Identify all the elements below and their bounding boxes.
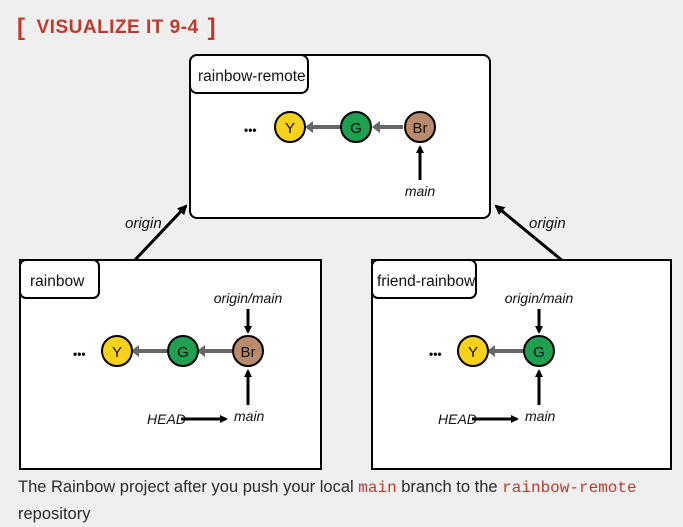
history-ellipsis: ••• [244, 123, 257, 137]
figure-heading: [ VISUALIZE IT 9-4] [17, 14, 216, 42]
commit-g [167, 335, 199, 367]
commit-g-label: G [177, 344, 189, 361]
commit-br [404, 111, 436, 143]
repo-rainbow: rainbow origin/main ••• Y G Br main HEAD [19, 259, 322, 470]
tracking-label-origin-main: origin/main [505, 290, 574, 306]
repo-rainbow-remote: rainbow-remote ••• Y G Br main [189, 54, 491, 219]
repo-name-tab [371, 259, 477, 299]
heading-close-bracket: ] [207, 14, 217, 41]
head-label: HEAD [147, 411, 186, 427]
commit-br [232, 335, 264, 367]
commit-y [274, 111, 306, 143]
caption-text: branch to the [396, 478, 503, 496]
origin-label-left: origin [125, 215, 162, 232]
git-push-diagram: origin origin rainbow-remote ••• Y G Br … [19, 54, 672, 470]
history-ellipsis: ••• [429, 347, 442, 361]
caption-code-main: main [358, 479, 397, 497]
commit-br-label: Br [413, 120, 428, 137]
repo-friend-rainbow: friend-rainbow origin/main ••• Y G main … [371, 259, 672, 470]
origin-link-right [494, 204, 565, 264]
commit-g-label: G [533, 344, 545, 361]
caption-code-rainbow-remote: rainbow-remote [502, 479, 637, 497]
caption-text: The Rainbow project after you push your … [18, 478, 359, 496]
tracking-label-origin-main: origin/main [214, 290, 283, 306]
head-label: HEAD [438, 411, 477, 427]
commit-g-label: G [350, 120, 362, 137]
origin-label-right: origin [529, 215, 566, 232]
heading-text: VISUALIZE IT 9-4 [36, 17, 199, 38]
branch-label-main: main [525, 408, 556, 424]
repo-name-friend-rainbow: friend-rainbow [377, 273, 476, 290]
commit-br-label: Br [241, 344, 256, 361]
figure-caption: The Rainbow project after you push your … [18, 474, 673, 527]
commit-y-label: Y [112, 344, 122, 361]
branch-label-main: main [234, 408, 265, 424]
commit-y-label: Y [468, 344, 478, 361]
commit-y [101, 335, 133, 367]
repo-name-tab [189, 54, 309, 94]
commit-g [523, 335, 555, 367]
heading-open-bracket: [ [17, 14, 26, 41]
repo-name-rainbow: rainbow [30, 273, 85, 290]
commit-g [340, 111, 372, 143]
branch-label-main: main [405, 183, 436, 199]
history-ellipsis: ••• [73, 347, 86, 361]
caption-text: repository [18, 505, 91, 523]
origin-link-left [131, 204, 188, 264]
repo-name-tab [19, 259, 100, 299]
repo-name-rainbow-remote: rainbow-remote [198, 68, 306, 85]
commit-y [457, 335, 489, 367]
commit-y-label: Y [285, 120, 295, 137]
